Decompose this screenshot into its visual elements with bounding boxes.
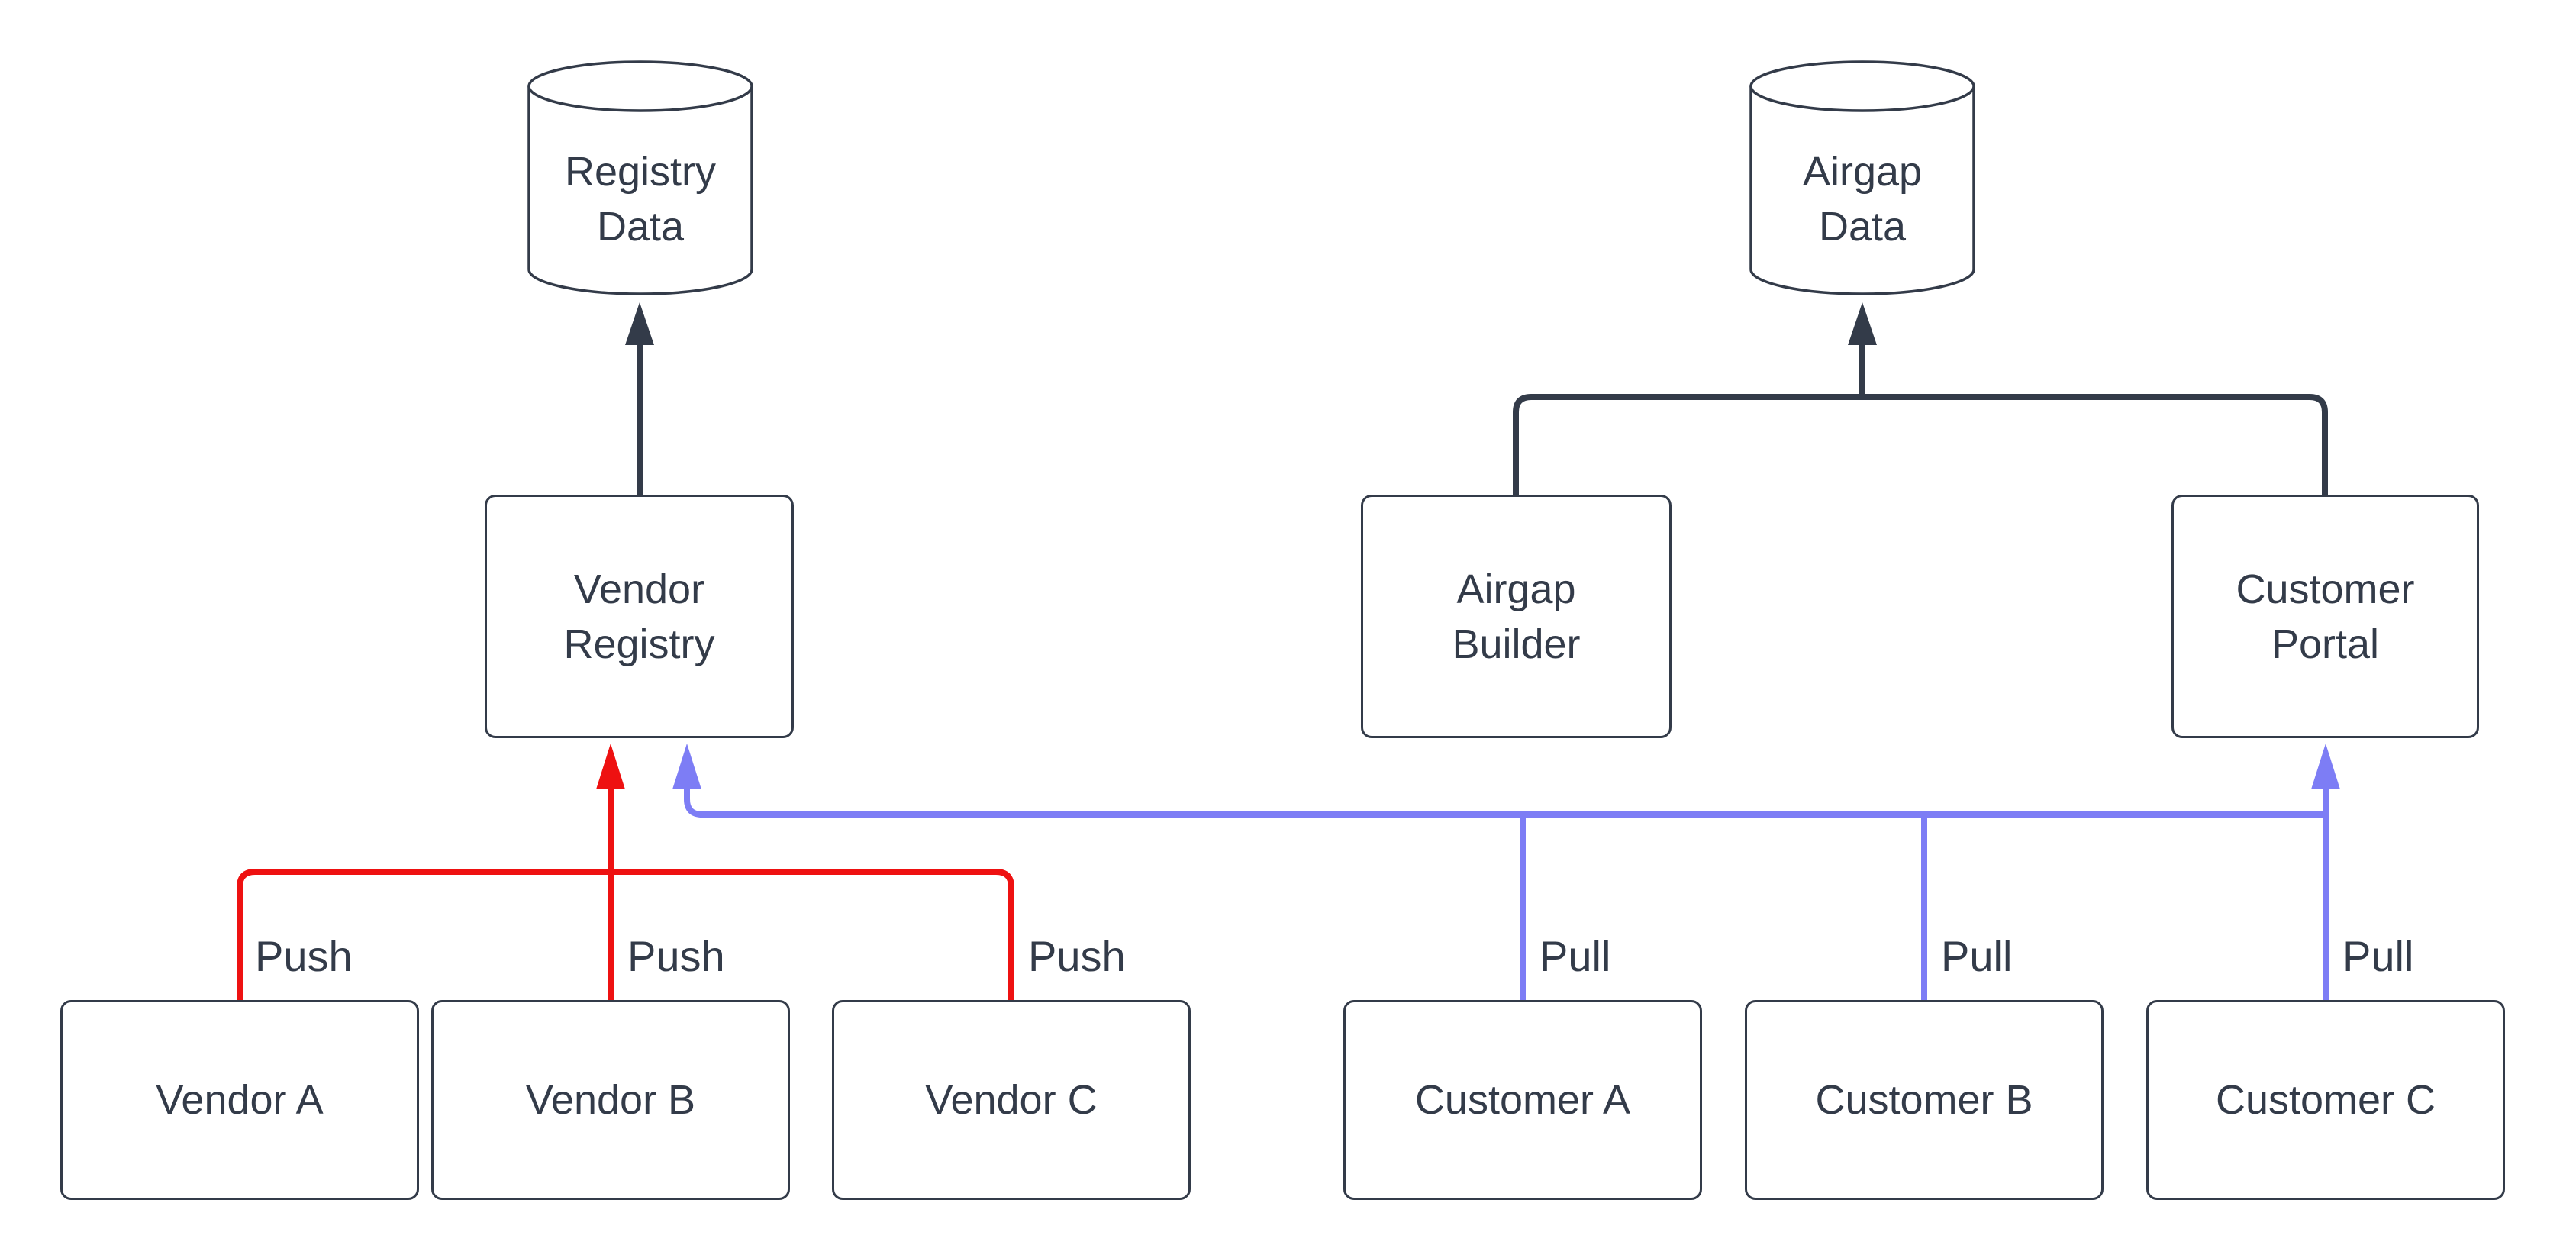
node-label-vendor-c: Vendor C <box>925 1077 1098 1123</box>
arrowhead-pull-vendor-registry <box>672 744 701 789</box>
node-airgap-builder: Airgap Builder <box>1361 495 1672 738</box>
node-customer-c: Customer C <box>2146 1000 2505 1200</box>
edge-airgap-builder-portal-merge <box>1513 394 2328 495</box>
node-label-airgap-data: Airgap Data <box>1802 149 1923 250</box>
edge-pull-bus <box>684 789 2326 818</box>
edge-label-push-vendor-a: Push <box>255 932 353 980</box>
node-vendor-c: Vendor C <box>832 1000 1191 1200</box>
edge-label-push-vendor-c: Push <box>1028 932 1126 980</box>
node-airgap-data: Airgap Data <box>1748 56 1977 300</box>
node-label-vendor-a: Vendor A <box>156 1077 324 1123</box>
node-label-customer-a: Customer A <box>1414 1077 1631 1123</box>
edge-push-bus <box>237 869 1014 1000</box>
edge-label-pull-customer-b: Pull <box>1941 932 2013 980</box>
node-customer-portal: Customer Portal <box>2171 495 2479 738</box>
node-customer-a: Customer A <box>1343 1000 1702 1200</box>
node-label-customer-portal: Customer Portal <box>2236 566 2415 667</box>
arrowhead-pull-customer-portal <box>2311 744 2340 789</box>
node-customer-b: Customer B <box>1745 1000 2104 1200</box>
edge-label-pull-customer-a: Pull <box>1539 932 1611 980</box>
node-vendor-b: Vendor B <box>431 1000 790 1200</box>
cylinder-shape-registry-data <box>527 60 753 295</box>
node-label-registry-data: Registry Data <box>564 149 717 250</box>
node-registry-data: Registry Data <box>526 56 755 300</box>
arrowhead-push-vendor-registry <box>596 744 625 789</box>
arrowhead-registry-data <box>625 302 654 345</box>
arrowhead-airgap-data <box>1848 302 1877 345</box>
node-label-customer-c: Customer C <box>2215 1077 2436 1123</box>
cylinder-shape-airgap-data <box>1749 60 1975 295</box>
node-vendor-a: Vendor A <box>60 1000 419 1200</box>
edge-label-pull-customer-c: Pull <box>2342 932 2414 980</box>
node-label-customer-b: Customer B <box>1815 1077 2033 1123</box>
edge-label-push-vendor-b: Push <box>627 932 725 980</box>
node-vendor-registry: Vendor Registry <box>485 495 794 738</box>
node-label-vendor-registry: Vendor Registry <box>563 566 715 667</box>
node-label-vendor-b: Vendor B <box>525 1077 696 1123</box>
node-label-airgap-builder: Airgap Builder <box>1452 566 1581 667</box>
